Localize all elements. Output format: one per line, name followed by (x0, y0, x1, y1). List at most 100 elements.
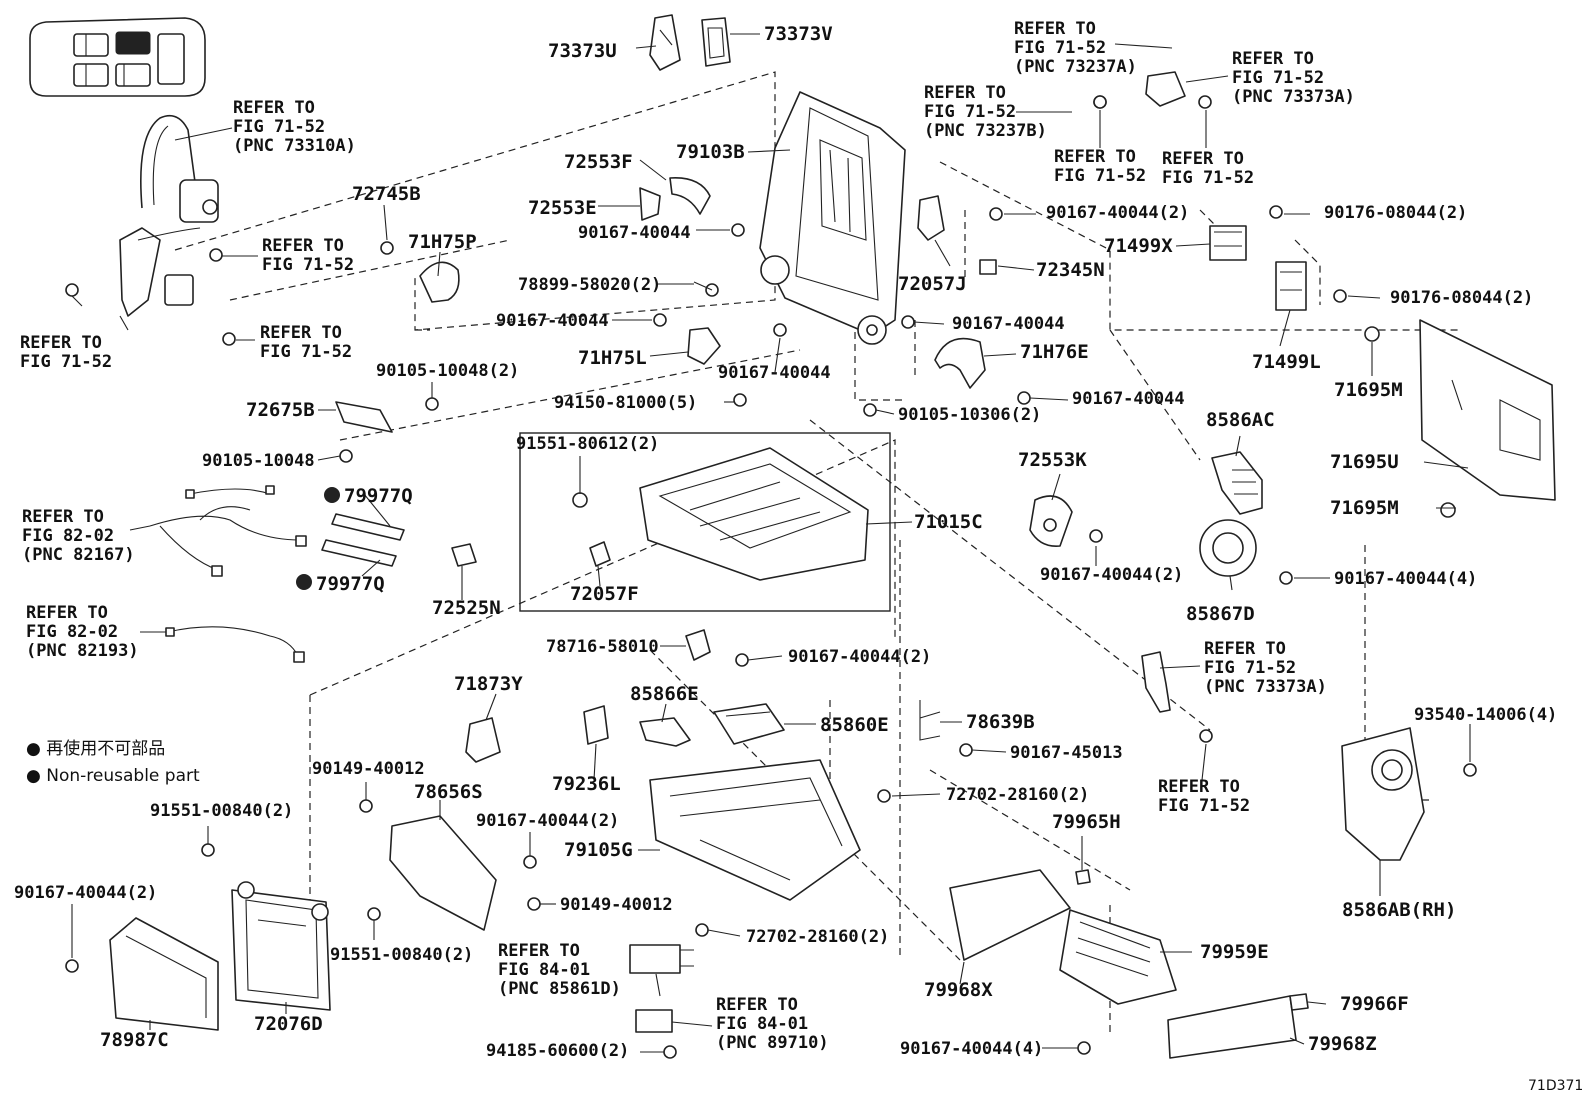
part-71695U (1419, 319, 1556, 501)
part-79965H (1075, 869, 1091, 885)
part-labels: 73373U 73373V REFER TO FIG 71-52 (PNC 73… (14, 19, 1583, 1094)
label-refer-89710-1: REFER TO (716, 995, 798, 1015)
part-85867D (1199, 519, 1257, 577)
label-71499L: 71499L (1252, 351, 1321, 373)
label-90167-40044-a: 90167-40044 (578, 223, 691, 243)
fastener-bolts (65, 95, 1477, 1059)
part-72345N (979, 259, 997, 275)
part-78656S (389, 815, 497, 931)
part-72057J (917, 195, 945, 241)
label-79105G: 79105G (564, 839, 633, 861)
legend-nonreusable-en: ● Non-reusable part (26, 766, 200, 786)
part-harness-82167 (149, 485, 307, 577)
label-79966F: 79966F (1340, 993, 1409, 1015)
label-refer-82193-1: REFER TO (26, 603, 108, 623)
label-8586AB-RH: 8586AB(RH) (1342, 899, 1456, 921)
label-79103B: 79103B (676, 141, 745, 163)
seat-locator-icon (29, 17, 206, 97)
label-72675B: 72675B (246, 399, 315, 421)
part-89710 (635, 1009, 673, 1033)
part-seatback-frame (759, 91, 906, 345)
label-refer-b-1: REFER TO (20, 333, 102, 353)
label-71695U: 71695U (1330, 451, 1399, 473)
label-78987C: 78987C (100, 1029, 169, 1051)
label-refer-89710-2: FIG 84-01 (716, 1014, 808, 1034)
legend-text-jp: 再使用不可部品 (46, 738, 165, 759)
label-91551-00840-b: 91551-00840(2) (330, 945, 473, 965)
label-90167-40044-4a: 90167-40044(4) (1334, 569, 1477, 589)
part-73237A-bracket (1093, 71, 1212, 109)
part-79977Q-a (331, 513, 405, 541)
label-refer-d-2: FIG 71-52 (1054, 166, 1146, 186)
label-90167-40044-2c: 90167-40044(2) (788, 647, 931, 667)
label-refer-73373A-3: (PNC 73373A) (1232, 87, 1355, 107)
part-8586AB (1341, 727, 1425, 861)
label-90176-08044-2a: 90176-08044(2) (1324, 203, 1467, 223)
label-refer-82167-2: FIG 82-02 (22, 526, 114, 546)
label-71695M-a: 71695M (1334, 379, 1403, 401)
label-71499X: 71499X (1104, 235, 1173, 257)
label-8586AC: 8586AC (1206, 409, 1275, 431)
label-79977Q-a: 79977Q (344, 485, 413, 507)
label-refer-82193-3: (PNC 82193) (26, 641, 139, 661)
label-refer-b-2: FIG 71-52 (20, 352, 112, 372)
label-refer-73310A-3: (PNC 73310A) (233, 136, 356, 156)
label-72553K: 72553K (1018, 449, 1087, 471)
part-seat-belt (119, 114, 219, 331)
part-71H76E (934, 337, 986, 389)
part-seat-track (649, 759, 861, 901)
label-93540-14006: 93540-14006(4) (1414, 705, 1557, 725)
label-71015C: 71015C (914, 511, 983, 533)
part-71499X (1209, 225, 1247, 261)
part-71695M-a (1364, 326, 1380, 342)
part-72076D (231, 881, 331, 1011)
label-refer-73237B-2: FIG 71-52 (924, 102, 1016, 122)
label-refer-89710-3: (PNC 89710) (716, 1033, 829, 1053)
label-90167-40044-d: 90167-40044 (952, 314, 1065, 334)
label-90167-40044-e: 90167-40044 (1072, 389, 1185, 409)
label-78899-58020: 78899-58020(2) (518, 275, 661, 295)
part-8586AC (1211, 451, 1263, 515)
label-90167-45013: 90167-45013 (1010, 743, 1123, 763)
label-72345N: 72345N (1036, 259, 1105, 281)
label-72525N: 72525N (432, 597, 501, 619)
label-refer-82167-1: REFER TO (22, 507, 104, 527)
part-buckle-73373A (1141, 651, 1171, 713)
label-79968Z: 79968Z (1308, 1033, 1377, 1055)
label-94150-81000: 94150-81000(5) (554, 393, 697, 413)
label-90167-40044-2d: 90167-40044(2) (476, 811, 619, 831)
label-refer-d-1: REFER TO (1054, 147, 1136, 167)
label-refer-73373A-1: REFER TO (1232, 49, 1314, 69)
part-78639B (919, 700, 941, 741)
non-reusable-marker-a (324, 487, 340, 503)
label-refer-73237B-1: REFER TO (924, 83, 1006, 103)
label-85866E: 85866E (630, 683, 699, 705)
label-72702-28160-b: 72702-28160(2) (746, 927, 889, 947)
leader-lines (71, 33, 1471, 1053)
label-94185-60600: 94185-60600(2) (486, 1041, 629, 1061)
label-78656S: 78656S (414, 781, 483, 803)
label-refer-85861D-3: (PNC 85861D) (498, 979, 621, 999)
label-refer-f-1: REFER TO (1158, 777, 1240, 797)
label-refer-c-1: REFER TO (260, 323, 342, 343)
label-72745B: 72745B (352, 183, 421, 205)
label-71695M-b: 71695M (1330, 497, 1399, 519)
part-72675B (335, 401, 393, 433)
label-refer-73310A-1: REFER TO (233, 98, 315, 118)
label-91551-80612: 91551-80612(2) (516, 434, 659, 454)
label-90176-08044-2b: 90176-08044(2) (1390, 288, 1533, 308)
part-72057F (589, 541, 611, 567)
label-refer-85861D-2: FIG 84-01 (498, 960, 590, 980)
label-79959E: 79959E (1200, 941, 1269, 963)
part-79968Z (1167, 995, 1297, 1059)
legend-text-en: Non-reusable part (46, 766, 200, 786)
part-71H75P (419, 261, 460, 303)
label-90149-40012-b: 90149-40012 (560, 895, 673, 915)
label-90167-40044-2a: 90167-40044(2) (1046, 203, 1189, 223)
part-72553F (669, 177, 711, 215)
cushion-frame-box (519, 432, 891, 612)
label-85867D: 85867D (1186, 603, 1255, 625)
part-73373U (649, 14, 681, 71)
label-72553E: 72553E (528, 197, 597, 219)
part-72553K (1029, 495, 1073, 547)
